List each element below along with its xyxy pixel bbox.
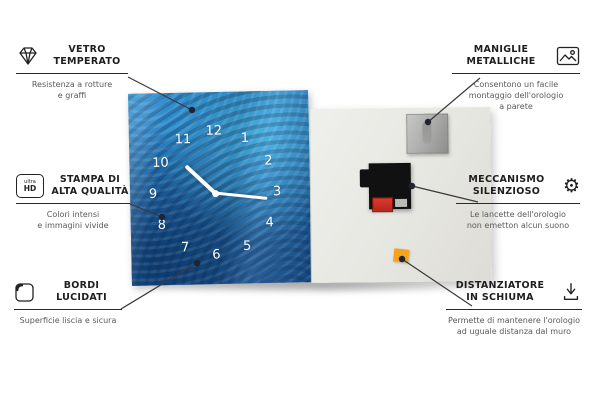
clock-number: 3 [272, 184, 282, 200]
polished-edge-icon [14, 282, 35, 303]
callout-title: MANIGLIE METALLICHE [466, 44, 536, 68]
clock-number: 9 [148, 186, 158, 202]
callout-description: Colori intensi e immagini vivide [37, 209, 109, 230]
clock-mechanism [359, 162, 412, 213]
clock-number: 4 [265, 215, 275, 231]
callout-description: Permette di mantenere l'orologio ad ugua… [448, 315, 580, 336]
clock-number: 6 [212, 247, 221, 263]
callout-title: MECCANISMO SILENZIOSO [468, 174, 545, 198]
clock-number: 11 [174, 132, 192, 148]
clock-front-panel: 12 1 2 3 4 5 6 7 8 9 10 11 [128, 90, 312, 286]
callout-distanziatore-schiuma: DISTANZIATORE IN SCHIUMA Permette di man… [446, 280, 582, 337]
callout-maniglie-metalliche: MANIGLIE METALLICHE Consentono un facile… [452, 44, 580, 112]
clock-number: 12 [205, 123, 223, 139]
clock-number: 2 [264, 153, 273, 169]
metal-hanging-plate [406, 113, 449, 154]
callout-description: Le lancette dell'orologio non emetton al… [466, 209, 570, 230]
callout-bordi-lucidati: BORDI LUCIDATI Superficie liscia e sicur… [14, 280, 122, 326]
clock-number: 1 [240, 130, 250, 147]
hanger-hook [359, 169, 370, 188]
callout-title: DISTANZIATORE IN SCHIUMA [455, 280, 545, 304]
gear-icon: ⚙ [562, 174, 580, 197]
callout-title: STAMPA DI ALTA QUALITÀ [51, 174, 129, 198]
callout-description: Superficie liscia e sicura [19, 315, 117, 325]
callout-description: Consentono un facile montaggio dell'orol… [468, 79, 564, 112]
callout-meccanismo-silenzioso: MECCANISMO SILENZIOSO ⚙ Le lancette dell… [456, 174, 580, 231]
clock-minute-hand [215, 191, 268, 200]
clock-number: 10 [152, 155, 169, 171]
foam-spacer [392, 248, 410, 263]
callout-description: Resistenza a rotture e graffi [31, 79, 113, 100]
clock-center-cap [212, 190, 220, 198]
callout-vetro-temperato: VETRO TEMPERATO Resistenza a rotture e g… [16, 44, 128, 101]
clock-number: 7 [180, 240, 190, 256]
battery [372, 197, 394, 213]
callout-title: VETRO TEMPERATO [53, 44, 121, 68]
clock-number: 8 [157, 217, 167, 233]
clock-hour-hand [184, 164, 217, 195]
mechanism-label [395, 198, 408, 208]
diamond-icon [16, 46, 40, 66]
foam-spacer-icon [560, 281, 582, 303]
callout-title: BORDI LUCIDATI [56, 280, 107, 304]
picture-frame-icon [556, 46, 580, 66]
clock-number: 5 [242, 238, 252, 255]
